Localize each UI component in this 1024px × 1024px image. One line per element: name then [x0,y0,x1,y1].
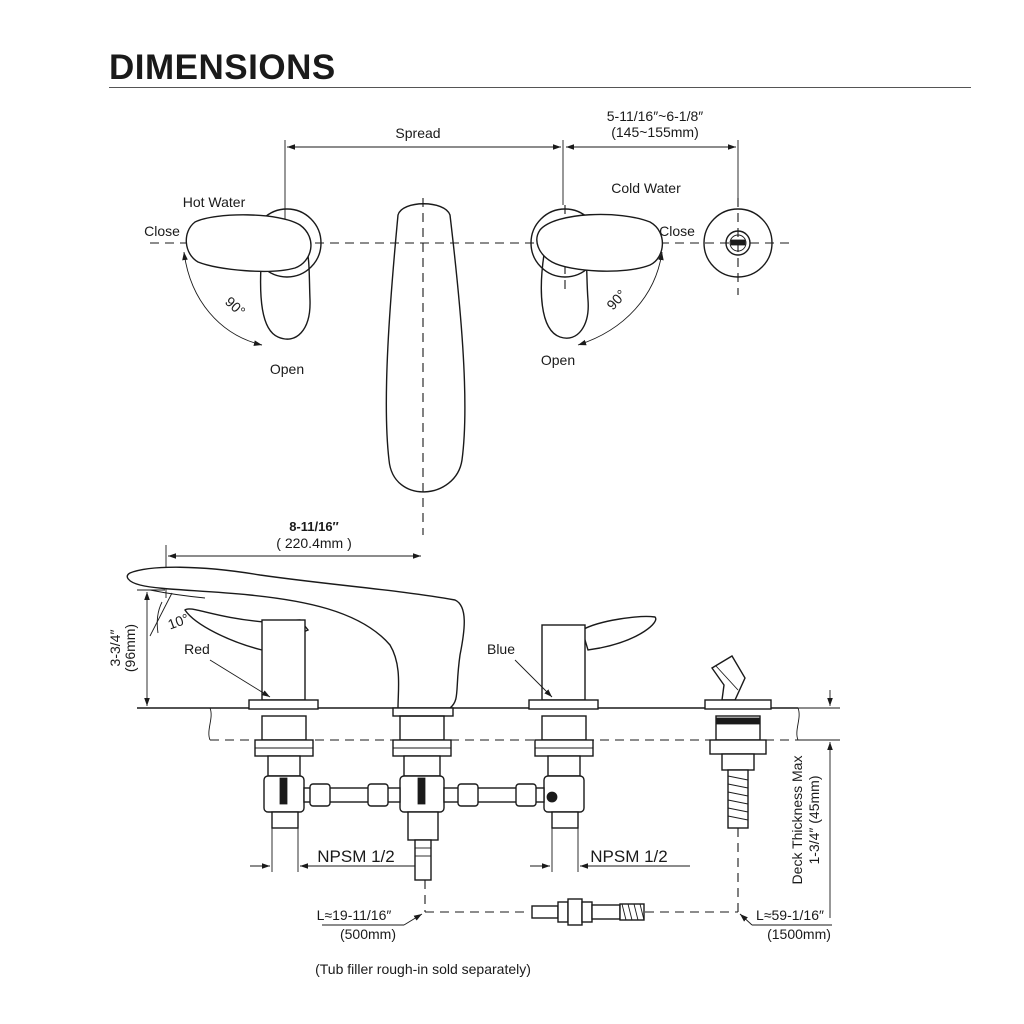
cold-lever-side [581,615,657,651]
hot-valve-marker [279,777,288,805]
page-title: DIMENSIONS [109,48,336,87]
height-label-2: (96mm) [122,624,138,672]
cold-handle-top [530,208,664,339]
hot-valve-neck [267,755,301,777]
cold-water-label: Cold Water [611,180,681,196]
hot-handle-side [184,608,319,710]
left-close-label: Close [144,223,180,239]
connection-pipes [303,783,545,807]
hose-right-length-2: (1500mm) [767,926,831,942]
cold-handle-lever [536,213,664,272]
height-label-1: 3-3/4″ [107,630,123,667]
deck-break-right [796,707,800,741]
blue-leader [514,659,553,698]
diverter-escutcheon [703,208,773,278]
hot-handle-body [261,619,306,701]
cold-handle-side [528,615,657,710]
right-dimension-label-2: (145~155mm) [611,124,699,140]
spout-outlet-edge [149,589,206,599]
fitting-4 [515,783,537,807]
angle-line [149,592,173,637]
side-view: 8-11/16″ ( 220.4mm ) 3-3/4″ (96mm) 10° R… [107,519,840,977]
reach-label-1: 8-11/16″ [289,519,339,534]
hose-left-length-2: (500mm) [340,926,396,942]
deck-thickness-label-1: Deck Thickness Max [789,756,805,885]
footnote: (Tub filler rough-in sold separately) [315,961,531,977]
fitting-2 [367,783,389,807]
diverter-knob-slot [730,239,746,246]
spout-angle-label: 10° [166,610,191,632]
red-leader [209,659,271,698]
top-view: Spread 5-11/16″~6-1/8″ (145~155mm) Hot W… [144,108,790,535]
left-rotation-arc [182,251,263,346]
red-label: Red [184,641,210,657]
diverter-top [703,208,773,278]
spout-top [385,203,466,493]
angle-arc [156,601,163,634]
npsm-right-label: NPSM 1/2 [590,847,667,866]
diverter-knob-inner [729,234,747,252]
right-open-label: Open [541,352,575,368]
cold-inlet [551,811,579,829]
reach-label-2: ( 220.4mm ) [276,535,351,551]
left-angle-label: 90° [222,293,248,319]
diverter-flange [704,699,772,710]
hot-water-label: Hot Water [183,194,246,210]
hose-connector [531,898,645,926]
cold-valve-marker [546,791,558,803]
cold-valve-body [534,715,594,829]
right-close-label: Close [659,223,695,239]
hot-shank [261,715,307,741]
right-rotation-arc [577,251,664,346]
fitting-1 [309,783,331,807]
cold-flange [528,699,599,710]
right-angle-label: 90° [603,286,629,312]
deck-break-left [208,707,212,741]
fitting-3 [457,783,479,807]
spout-outlet-pipe [414,839,432,881]
spout-outlet [407,811,439,841]
diverter-knob-side [710,655,746,701]
hose-right-length-1: L≈59-1/16″ [756,907,824,923]
spout-flange [392,707,454,717]
hot-handle-lever [185,214,312,273]
hot-flange [248,699,319,710]
diverter-side [704,655,772,829]
blue-label: Blue [487,641,515,657]
left-open-label: Open [270,361,304,377]
right-dimension-label-1: 5-11/16″~6-1/8″ [607,108,703,124]
diverter-knob-outer [725,230,751,256]
hot-handle-top [185,208,322,340]
spout-valve-body [392,715,452,881]
spread-label: Spread [395,125,440,141]
title-underline [109,87,971,88]
spout-valve-marker [417,777,426,805]
diverter-nut [709,739,767,755]
npsm-left-label: NPSM 1/2 [317,847,394,866]
cold-handle-body [541,624,586,701]
hot-valve-body [254,715,314,829]
hot-inlet [271,811,299,829]
hose-left-length-1: L≈19-11/16″ [317,907,392,923]
deck-thickness-label-2: 1-3/4″ (45mm) [806,776,822,865]
